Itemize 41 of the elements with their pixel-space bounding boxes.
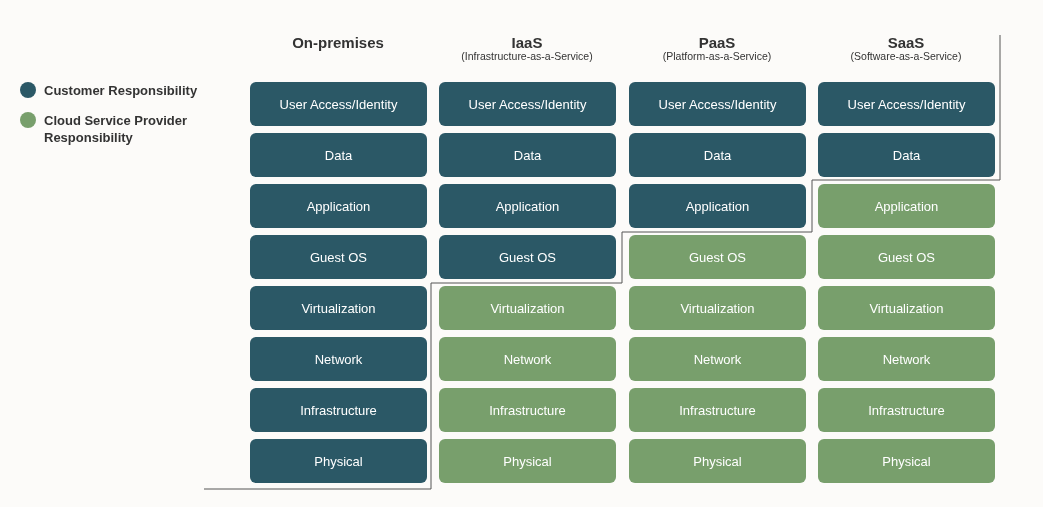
- legend-label: Customer Responsibility: [44, 82, 199, 99]
- layer-box: Infrastructure: [818, 388, 995, 432]
- column-subheading: (Platform-as-a-Service): [661, 50, 773, 62]
- layer-box: Virtualization: [439, 286, 616, 330]
- column-heading: IaaS: [510, 34, 544, 51]
- layer-box: Data: [818, 133, 995, 177]
- layer-box: Infrastructure: [629, 388, 806, 432]
- legend-label: Cloud Service Provider Responsibility: [44, 112, 189, 146]
- layer-box: Physical: [250, 439, 427, 483]
- layer-box: Application: [629, 184, 806, 228]
- layer-box: Guest OS: [439, 235, 616, 279]
- layer-box: Data: [439, 133, 616, 177]
- layer-box: Application: [250, 184, 427, 228]
- column-heading: On-premises: [291, 34, 385, 51]
- layer-box: Virtualization: [250, 286, 427, 330]
- layer-box: Network: [439, 337, 616, 381]
- layer-box: User Access/Identity: [439, 82, 616, 126]
- layer-box: User Access/Identity: [250, 82, 427, 126]
- column-heading: SaaS: [886, 34, 926, 51]
- layer-box: User Access/Identity: [629, 82, 806, 126]
- layer-box: Infrastructure: [439, 388, 616, 432]
- column-subheading: (Infrastructure-as-a-Service): [460, 50, 594, 62]
- layer-box: Network: [250, 337, 427, 381]
- layer-box: Data: [629, 133, 806, 177]
- layer-box: Guest OS: [629, 235, 806, 279]
- layer-box: Physical: [818, 439, 995, 483]
- layer-box: Virtualization: [629, 286, 806, 330]
- column-heading: PaaS: [697, 34, 737, 51]
- layer-box: Application: [439, 184, 616, 228]
- layer-box: Infrastructure: [250, 388, 427, 432]
- layer-box: Virtualization: [818, 286, 995, 330]
- layer-box: Network: [629, 337, 806, 381]
- layer-box: Network: [818, 337, 995, 381]
- layer-box: User Access/Identity: [818, 82, 995, 126]
- column-subheading: (Software-as-a-Service): [849, 50, 963, 62]
- layer-box: Guest OS: [250, 235, 427, 279]
- layer-box: Physical: [629, 439, 806, 483]
- layer-box: Guest OS: [818, 235, 995, 279]
- layer-box: Physical: [439, 439, 616, 483]
- layer-box: Application: [818, 184, 995, 228]
- layer-box: Data: [250, 133, 427, 177]
